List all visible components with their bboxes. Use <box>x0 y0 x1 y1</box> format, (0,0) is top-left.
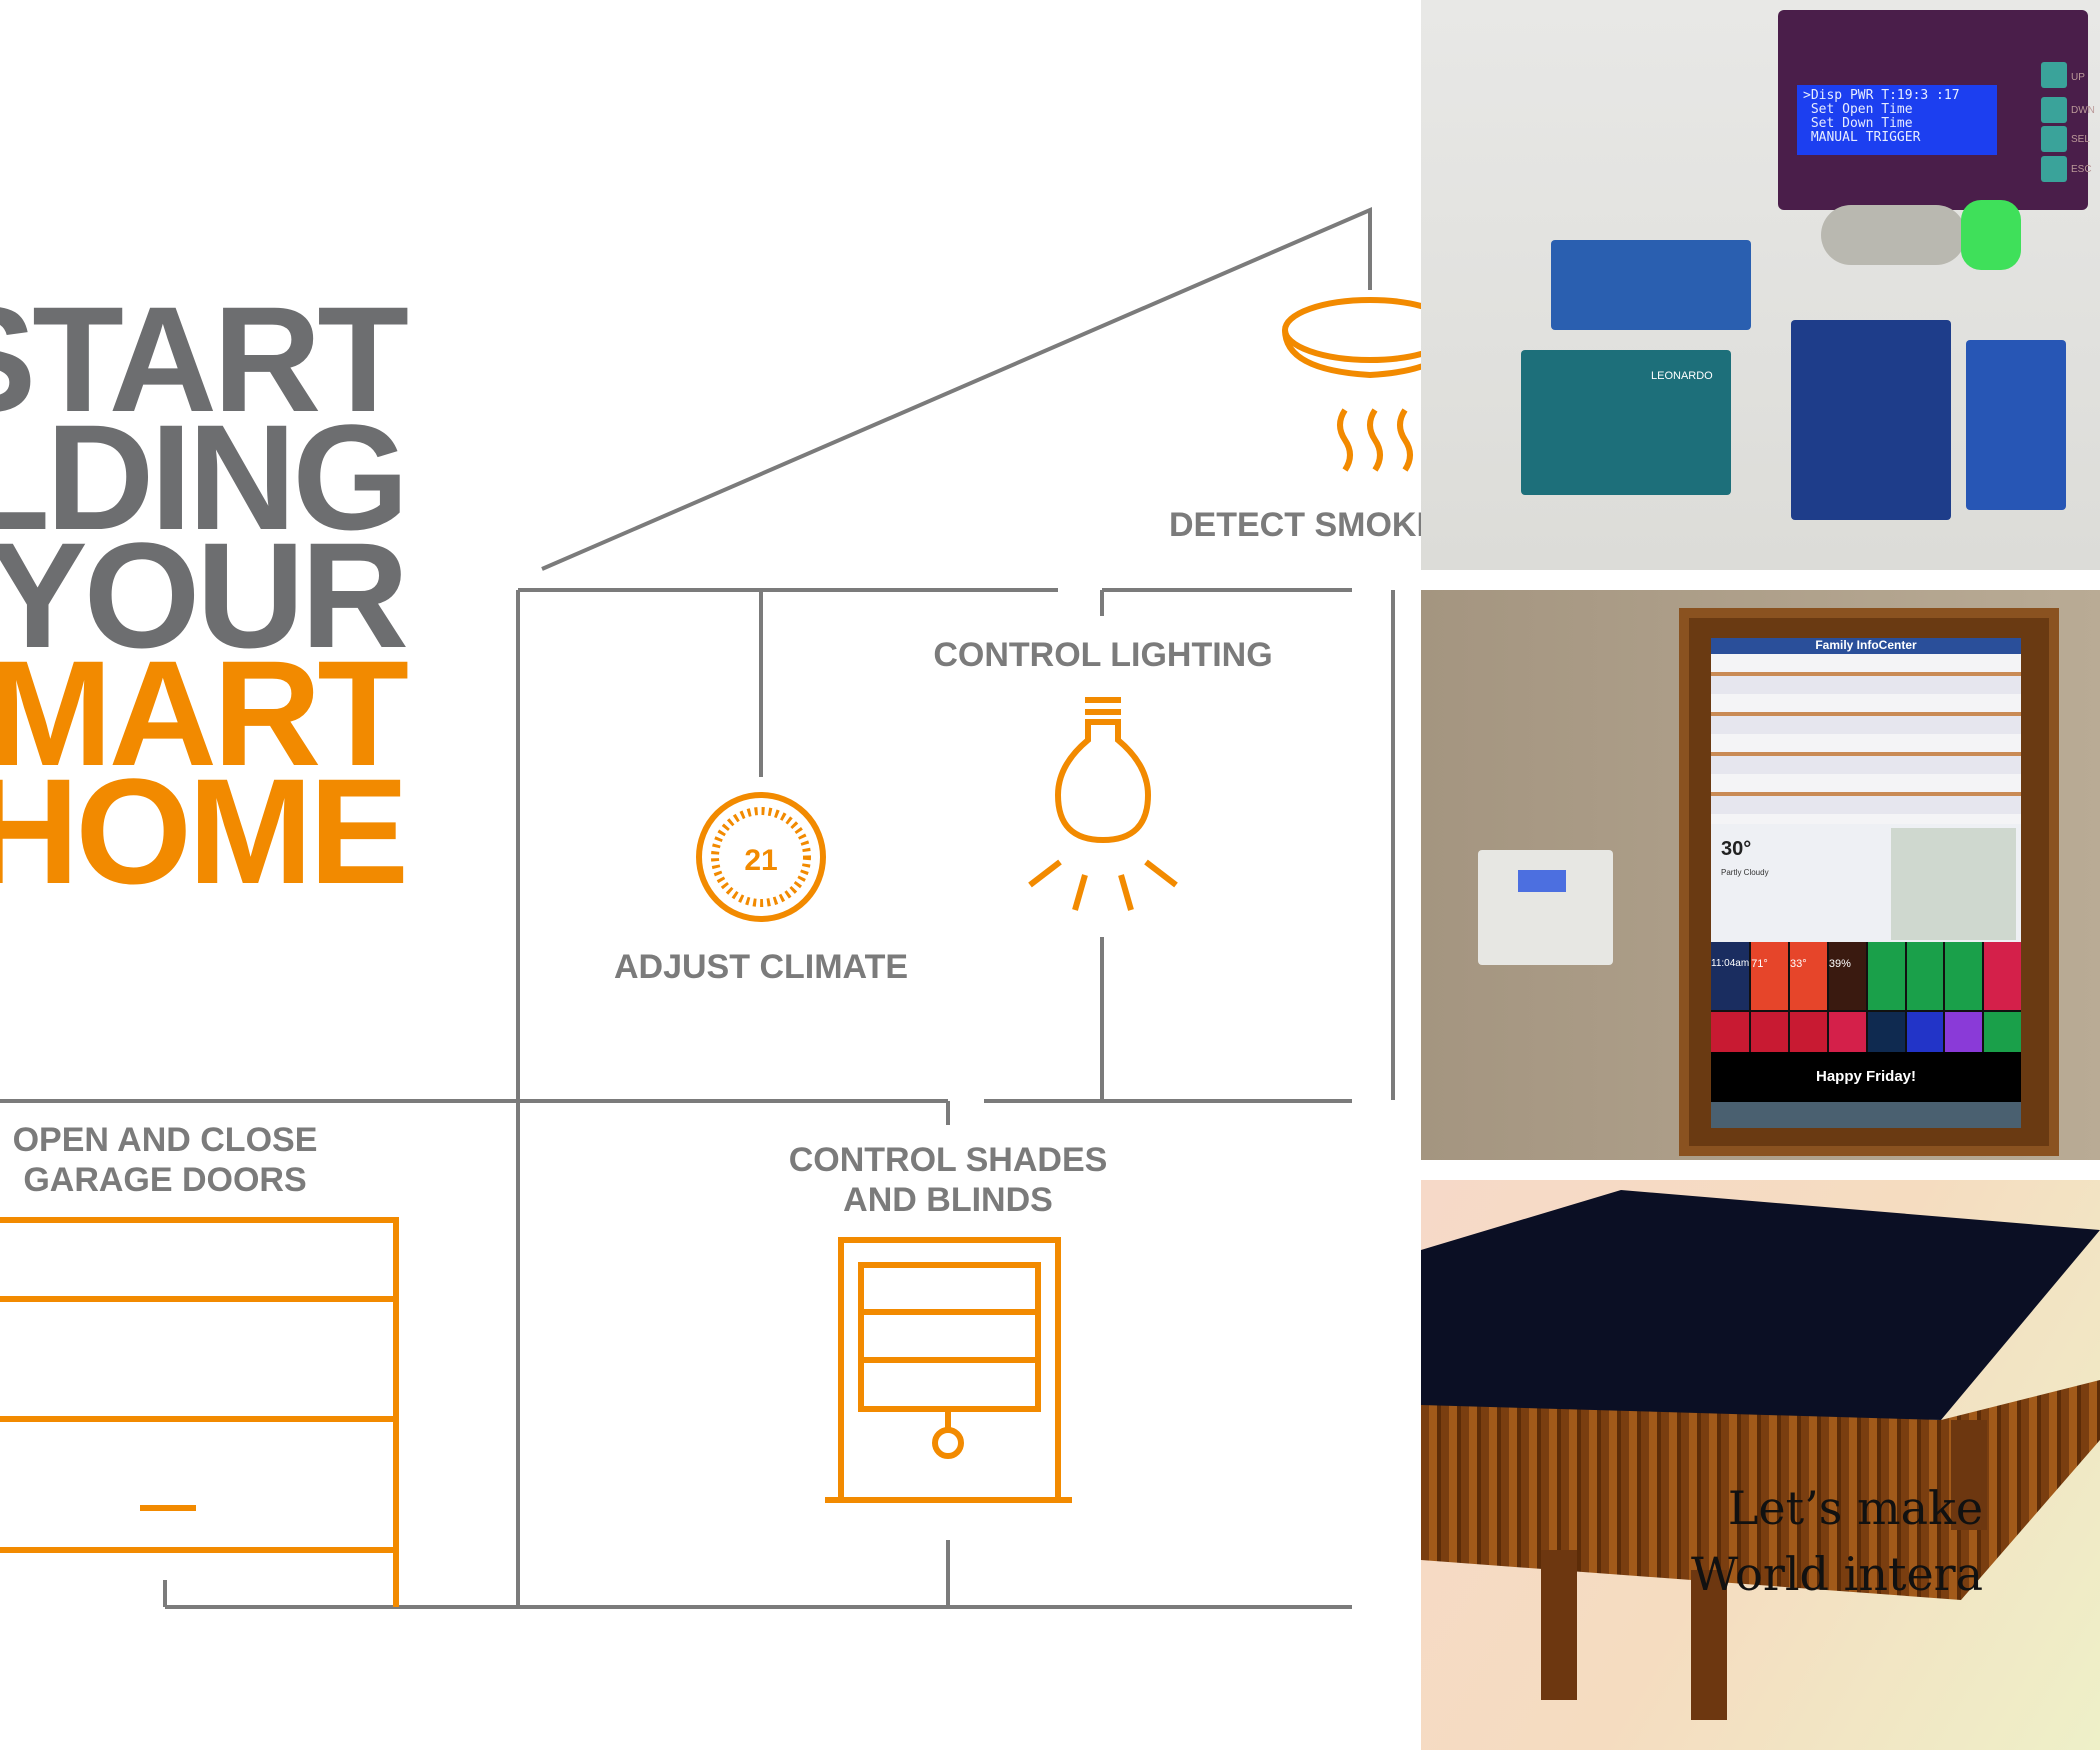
tile <box>1711 1012 1750 1052</box>
traffic-map <box>1891 828 2016 940</box>
button-label: SEL <box>2071 134 2090 145</box>
buck-converter <box>1966 340 2066 510</box>
caption: Let’s make World intera <box>1691 1475 1983 1607</box>
board-label: LEONARDO <box>1651 370 1713 382</box>
label-line: CONTROL SHADES <box>788 1141 1108 1179</box>
tile-time: 11:04am <box>1711 942 1750 1010</box>
control-tiles: 11:04am 71° 33° 39% <box>1711 942 2021 1052</box>
house-diagram: 21 <box>0 206 1421 1609</box>
tile <box>1867 942 1905 1010</box>
relay-board <box>1791 320 1951 520</box>
motor-coupler <box>1961 200 2021 270</box>
lcd-line: Set Down Time <box>1803 116 1913 131</box>
photo-interactive-table: Let’s make World intera <box>1421 1180 2100 1750</box>
greeting: Happy Friday! <box>1711 1052 2021 1102</box>
alarm-panel <box>1478 850 1613 965</box>
light-bulb-icon <box>1028 697 1178 911</box>
tile <box>1906 1012 1944 1052</box>
photo-family-infocenter: Family InfoCenter 30° Partly Cloudy 11:0… <box>1421 590 2100 1160</box>
tile <box>1790 1012 1827 1052</box>
arduino-board: LEONARDO <box>1521 350 1731 495</box>
window-shades-icon <box>825 1237 1072 1503</box>
tile: 39% <box>1828 942 1866 1010</box>
lcd-display: >Disp PWR T:19:3 :17 Set Open Time Set D… <box>1797 85 1997 155</box>
lcd-line: Set Open Time <box>1803 102 1913 117</box>
lcd-line: MANUAL TRIGGER <box>1803 130 1921 145</box>
button-label: DWN <box>2071 105 2095 116</box>
tile <box>1751 1012 1789 1052</box>
table-leg <box>1541 1550 1577 1700</box>
headline-line: BUILDING <box>0 393 409 561</box>
headline-line: HOME <box>0 747 409 915</box>
tile <box>1984 942 2021 1010</box>
button-down <box>2041 97 2067 123</box>
headline-line: SMART <box>0 629 409 797</box>
table-leg <box>1951 1420 1987 1530</box>
button-select <box>2041 126 2067 152</box>
thermostat-icon <box>696 792 826 922</box>
smart-home-infographic: 21 START BUILDING YOUR SMART HOME DETECT… <box>0 206 1421 1609</box>
shield-board <box>1551 240 1751 330</box>
label-line: AND BLINDS <box>843 1181 1053 1219</box>
camera-feed <box>1711 1102 2021 1128</box>
headline-line: YOUR <box>0 511 409 679</box>
button-label: UP <box>2071 72 2085 83</box>
caption-line: Let’s make <box>1727 1481 1984 1535</box>
label-line: GARAGE DOORS <box>23 1161 307 1199</box>
label-adjust-climate: ADJUST CLIMATE <box>613 948 909 986</box>
tile <box>1828 1012 1866 1052</box>
label-line: OPEN AND CLOSE <box>12 1121 318 1159</box>
thermostat-value: 21 <box>744 844 777 877</box>
motor <box>1821 205 1966 265</box>
wall-display: Family InfoCenter 30° Partly Cloudy 11:0… <box>1711 638 2021 1128</box>
calendar <box>1711 654 2021 824</box>
label-detect-smoke: DETECT SMOKE <box>1169 506 1421 544</box>
headline-line: START <box>0 275 409 443</box>
table-leg <box>1691 1570 1727 1720</box>
weather-condition: Partly Cloudy <box>1721 868 1769 877</box>
button-escape <box>2041 156 2067 182</box>
alarm-panel-screen <box>1518 870 1566 892</box>
label-garage-doors: OPEN AND CLOSE GARAGE DOORS <box>0 1120 345 1200</box>
button-label: ESC <box>2071 164 2092 175</box>
tile <box>1867 1012 1905 1052</box>
tile <box>1945 1012 1983 1052</box>
tile: 71° <box>1751 942 1789 1010</box>
lcd-line: >Disp PWR T:19:3 :17 <box>1803 88 1960 103</box>
house-outline <box>0 206 1395 1609</box>
photo-arduino-controller: >Disp PWR T:19:3 :17 Set Open Time Set D… <box>1421 0 2100 570</box>
table-screen <box>1421 1190 2100 1420</box>
tile: 33° <box>1790 942 1827 1010</box>
display-title: Family InfoCenter <box>1711 638 2021 654</box>
smoke-detector-icon <box>1282 297 1421 472</box>
weather-temperature: 30° <box>1721 838 1752 860</box>
label-control-lighting: CONTROL LIGHTING <box>933 636 1273 674</box>
tile <box>1984 1012 2021 1052</box>
caption-line: World intera <box>1691 1547 1984 1601</box>
tile <box>1945 942 1983 1010</box>
button-up <box>2041 62 2067 88</box>
headline: START BUILDING YOUR SMART HOME <box>0 275 409 915</box>
label-shades-blinds: CONTROL SHADES AND BLINDS <box>768 1140 1128 1220</box>
garage-door-icon <box>0 1217 399 1607</box>
tile <box>1906 942 1944 1010</box>
